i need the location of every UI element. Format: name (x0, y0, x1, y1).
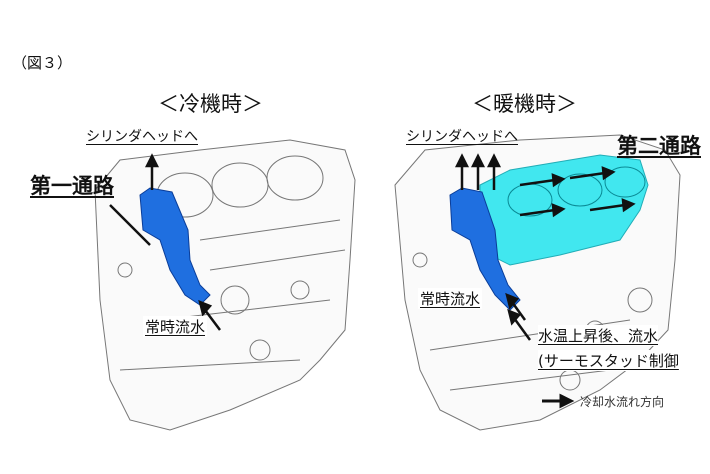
flow-arrows-cold (109, 153, 221, 331)
first-passage-label: 第一通路 (30, 174, 114, 198)
second-passage-warm (479, 154, 649, 266)
cold-title: ＜冷機時＞ (158, 92, 263, 116)
warm-title: ＜暖機時＞ (472, 92, 577, 116)
first-passage-cold (139, 187, 211, 306)
legend-arrow-icon (542, 393, 575, 409)
warm-to-head-label: シリンダヘッドへ (406, 129, 518, 145)
legend-label: 冷却水流れ方向 (580, 395, 665, 409)
figure-label: （図３） (12, 54, 73, 72)
first-passage-warm (449, 187, 521, 311)
cold-flow-label: 常時流水 (143, 316, 208, 337)
flow-arrows-warm (454, 153, 636, 341)
thermostat-line2: (サーモスタッド制御 (538, 350, 679, 371)
thermostat-line1: 水温上昇後、流水 (538, 325, 659, 346)
warm-flow-label: 常時流水 (418, 288, 483, 309)
cold-to-head-label: シリンダヘッドへ (86, 129, 198, 145)
second-passage-label: 第二通路 (617, 134, 701, 158)
engine-block-cold (94, 139, 356, 431)
